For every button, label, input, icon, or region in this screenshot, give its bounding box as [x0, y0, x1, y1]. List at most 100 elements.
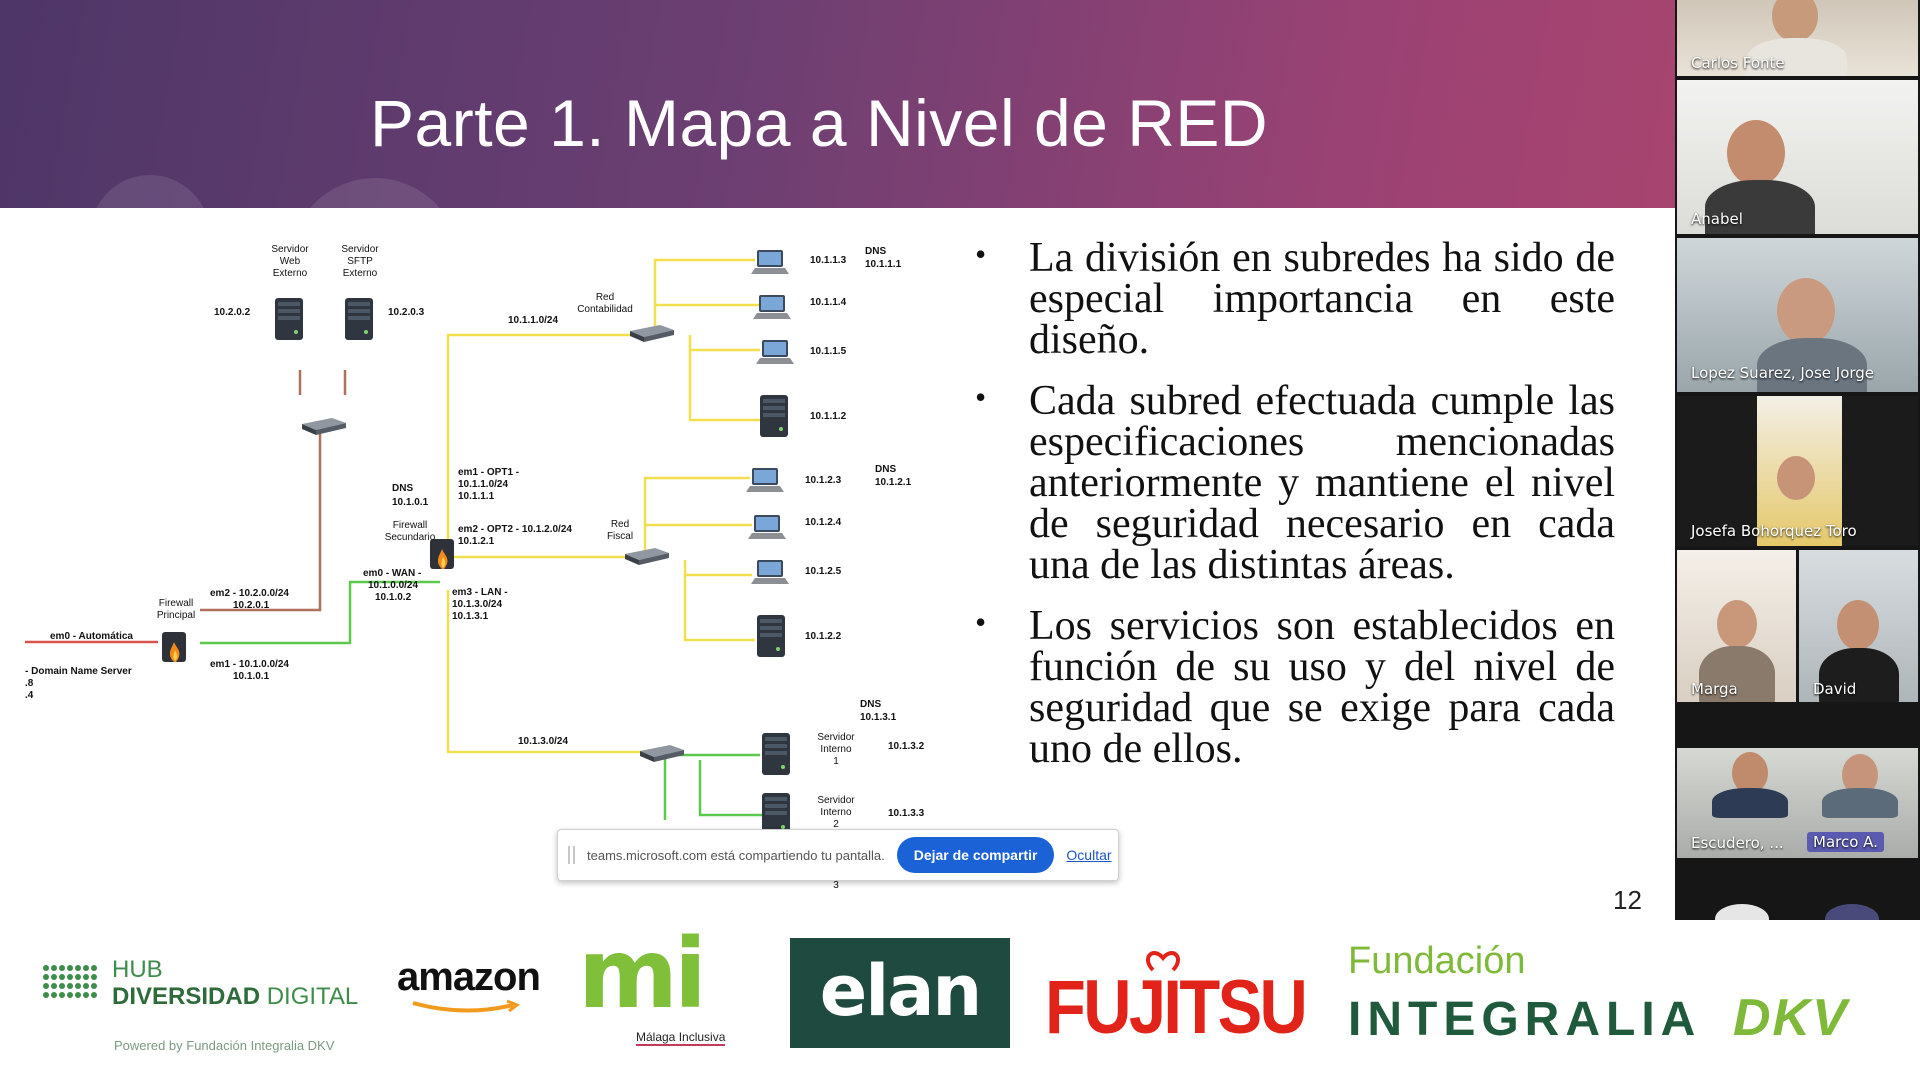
participant-name: Marco A.	[1807, 832, 1884, 852]
participant-name: Escudero, ...	[1691, 834, 1784, 852]
participant-tile[interactable]: Anabel	[1677, 80, 1918, 234]
slide-number: 12	[1613, 885, 1642, 915]
participant-tile[interactable]: Marga	[1677, 550, 1796, 702]
server-icon	[757, 615, 785, 657]
screen-share-bar: teams.microsoft.com está compartiendo tu…	[557, 829, 1119, 881]
firewall-principal-icon	[162, 632, 186, 662]
svg-text:10.1.1.4: 10.1.1.4	[810, 297, 847, 308]
svg-text:- Domain Name Server.8.4: - Domain Name Server.8.4	[25, 666, 132, 701]
hub-diversidad-logo: HUB DIVERSIDAD DIGITAL Powered by Fundac…	[42, 950, 362, 1053]
participant-name: David	[1813, 680, 1857, 698]
hide-link[interactable]: Ocultar	[1066, 847, 1112, 863]
hub-line2: DIVERSIDAD DIGITAL	[112, 983, 359, 1010]
svg-text:10.1.2.5: 10.1.2.5	[805, 566, 842, 577]
bullet-list: La división en subredes ha sido de espec…	[975, 234, 1615, 790]
internal-links-yellow	[445, 333, 655, 754]
svg-text:DNS: DNS	[875, 464, 896, 475]
sponsor-footer: HUB DIVERSIDAD DIGITAL Powered by Fundac…	[0, 918, 1920, 1080]
shared-slide: Parte 1. Mapa a Nivel de RED	[0, 0, 1675, 920]
pc-icon	[756, 340, 794, 364]
hub-line1: HUB	[112, 956, 163, 983]
switch-contab-icon	[630, 325, 674, 342]
server-interno-1-icon	[762, 733, 790, 775]
participant-name: Marga	[1691, 680, 1738, 698]
svg-text:10.1.2.1: 10.1.2.1	[875, 477, 912, 488]
svg-text:10.1.2.4: 10.1.2.4	[805, 517, 842, 528]
bullet-item: La división en subredes ha sido de espec…	[975, 234, 1615, 361]
bullet-item: Los servicios son establecidos en funció…	[975, 602, 1615, 770]
participant-tile[interactable]: Lopez Suarez, Jose Jorge	[1677, 238, 1918, 392]
participants-panel: Carlos Fonte Anabel Lopez Suarez, Jose J…	[1675, 0, 1920, 920]
svg-text:10.2.0.2: 10.2.0.2	[214, 307, 251, 318]
slide-header: Parte 1. Mapa a Nivel de RED	[0, 0, 1675, 348]
pc-icon	[751, 560, 789, 584]
firewall-secundario-icon	[430, 539, 454, 569]
hub-powered: Powered by Fundación Integralia DKV	[114, 1038, 335, 1053]
pc-icon	[746, 468, 784, 492]
svg-text:em0 - Automática: em0 - Automática	[50, 631, 133, 642]
slide-title: Parte 1. Mapa a Nivel de RED	[370, 86, 1269, 160]
transit-link-green	[200, 580, 440, 645]
participant-tile[interactable]: David	[1799, 550, 1918, 702]
participant-tile[interactable]: Escudero, ... Marco A.	[1677, 748, 1918, 858]
pc-icon	[748, 515, 786, 539]
participant-tile[interactable]: Josefa Bohorquez Toro	[1677, 396, 1918, 546]
svg-text:10.1.0.1: 10.1.0.1	[392, 497, 429, 508]
participant-name: Anabel	[1691, 210, 1743, 228]
hub-dots-icon	[43, 965, 97, 998]
svg-text:10.1.3.1: 10.1.3.1	[860, 712, 897, 723]
svg-text:DNS: DNS	[392, 483, 413, 494]
switch-fiscal-icon	[625, 548, 669, 565]
svg-text:10.1.3.3: 10.1.3.3	[888, 808, 925, 819]
svg-text:10.2.0.3: 10.2.0.3	[388, 307, 425, 318]
share-message: teams.microsoft.com está compartiendo tu…	[587, 847, 885, 863]
server-web-icon	[275, 298, 303, 340]
server-icon	[760, 395, 788, 437]
control-button[interactable]	[1715, 904, 1769, 920]
participant-name: Lopez Suarez, Jose Jorge	[1691, 364, 1875, 382]
bullet-item: Cada subred efectuada cumple las especif…	[975, 377, 1615, 586]
amazon-logo: amazon	[397, 955, 547, 1025]
svg-text:10.1.1.3: 10.1.1.3	[810, 255, 847, 266]
participant-name: Carlos Fonte	[1691, 54, 1785, 72]
svg-text:DNS: DNS	[865, 246, 886, 257]
svg-text:10.1.1.1: 10.1.1.1	[865, 259, 902, 270]
pc-icon	[751, 250, 789, 274]
control-button[interactable]	[1825, 904, 1879, 920]
drag-handle-icon[interactable]	[568, 846, 575, 864]
fundacion-integralia-logo: Fundación INTEGRALIA DKV	[1348, 940, 1849, 1047]
decor-bubble	[290, 178, 460, 348]
svg-text:3: 3	[833, 880, 839, 891]
participant-name: Josefa Bohorquez Toro	[1691, 522, 1857, 540]
svg-text:10.1.3.2: 10.1.3.2	[888, 741, 925, 752]
server-sftp-icon	[345, 298, 373, 340]
switch-dmz-icon	[302, 418, 346, 435]
svg-text:10.1.3.0/24: 10.1.3.0/24	[518, 736, 568, 747]
switch-lan-icon	[640, 745, 684, 762]
svg-text:DNS: DNS	[860, 699, 881, 710]
pc-icon	[753, 295, 791, 319]
svg-text:10.1.1.5: 10.1.1.5	[810, 346, 847, 357]
elan-logo: elan	[790, 938, 1010, 1048]
participant-tile[interactable]: Carlos Fonte	[1677, 0, 1918, 76]
svg-text:10.1.1.2: 10.1.1.2	[810, 411, 847, 422]
fujitsu-logo: FUJITSU	[1045, 950, 1308, 1050]
svg-text:10.1.2.2: 10.1.2.2	[805, 631, 842, 642]
decor-bubble	[90, 175, 210, 295]
svg-text:10.1.1.0/24: 10.1.1.0/24	[508, 315, 558, 326]
stop-sharing-button[interactable]: Dejar de compartir	[896, 837, 1055, 873]
